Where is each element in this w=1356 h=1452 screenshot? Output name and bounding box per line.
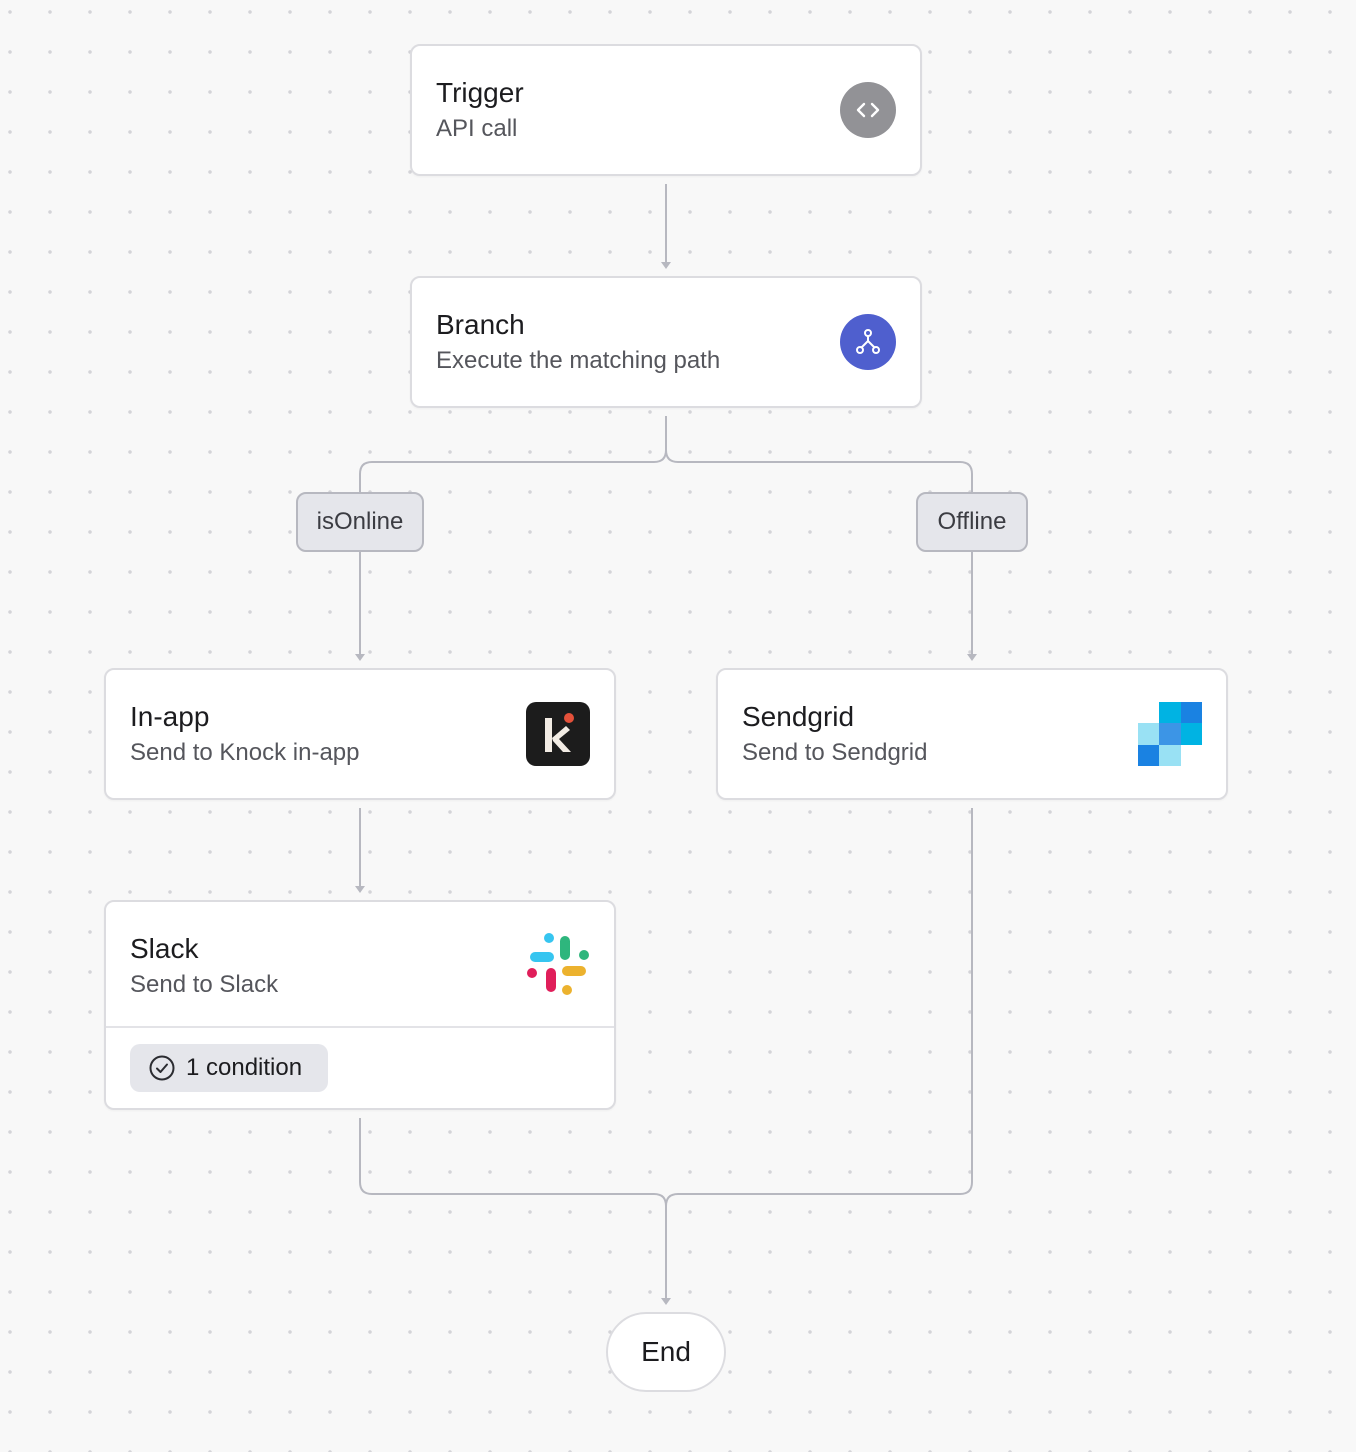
end-node[interactable]: End [606, 1312, 726, 1392]
branch-subtitle: Execute the matching path [436, 347, 721, 374]
trigger-subtitle: API call [436, 115, 518, 142]
branch-title: Branch [436, 309, 525, 340]
slack-logo-icon [526, 932, 590, 996]
branch-label-isonline-text: isOnline [316, 508, 404, 535]
branch-label-offline[interactable]: Offline [916, 492, 1028, 552]
slack-title: Slack [130, 933, 199, 964]
slack-subtitle: Send to Slack [130, 971, 279, 998]
inapp-title: In-app [130, 701, 210, 732]
check-circle-icon [148, 1054, 176, 1082]
sendgrid-title: Sendgrid [742, 701, 855, 732]
trigger-node[interactable]: Trigger API call [410, 44, 922, 176]
code-icon [840, 82, 896, 138]
end-label: End [641, 1336, 691, 1367]
slack-node[interactable]: Slack Send to Slack 1 condition [104, 900, 616, 1110]
sendgrid-subtitle: Send to Sendgrid [742, 739, 928, 766]
branch-node[interactable]: Branch Execute the matching path [410, 276, 922, 408]
knock-logo-icon [526, 702, 590, 766]
sendgrid-logo-icon [1138, 702, 1202, 766]
slack-divider [106, 1026, 614, 1028]
inapp-node[interactable]: In-app Send to Knock in-app [104, 668, 616, 800]
sendgrid-node[interactable]: Sendgrid Send to Sendgrid [716, 668, 1228, 800]
inapp-subtitle: Send to Knock in-app [130, 739, 360, 766]
branch-label-isonline[interactable]: isOnline [296, 492, 424, 552]
branch-icon [840, 314, 896, 370]
condition-label: 1 condition [186, 1054, 303, 1081]
condition-badge[interactable]: 1 condition [130, 1044, 328, 1092]
branch-label-offline-text: Offline [937, 508, 1007, 535]
trigger-title: Trigger [436, 77, 524, 108]
